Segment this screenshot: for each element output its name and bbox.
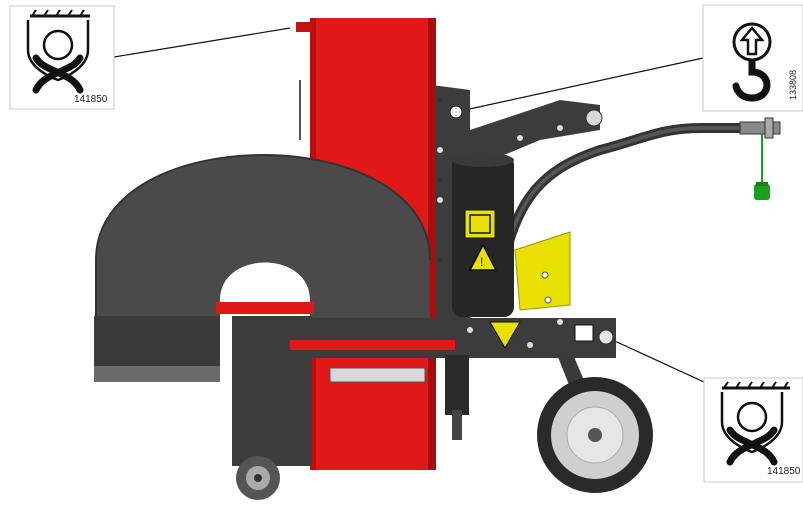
leader-line-bottom-right bbox=[605, 336, 705, 383]
hydraulic-tank: ! bbox=[452, 153, 514, 317]
lower-chassis bbox=[232, 316, 616, 466]
label-code-bottom-right: 141850 bbox=[767, 466, 801, 477]
yellow-guard bbox=[514, 231, 571, 311]
label-code-top-right: 133808 bbox=[788, 69, 798, 100]
leader-line-top-left bbox=[113, 27, 291, 58]
discharge-chute bbox=[94, 154, 431, 382]
label-hook-top-right bbox=[702, 4, 803, 112]
label-lifting-point-top-left bbox=[9, 5, 115, 110]
label-code-top-left: 141850 bbox=[74, 94, 108, 105]
weight-tag bbox=[754, 134, 770, 200]
rear-frame bbox=[432, 85, 603, 320]
front-wheel bbox=[236, 456, 280, 500]
hydraulic-hose bbox=[500, 117, 781, 257]
leader-line-top-right bbox=[455, 57, 704, 113]
caster-wheel bbox=[537, 377, 653, 493]
leader-lines bbox=[113, 27, 705, 383]
svg-text:!: ! bbox=[480, 255, 483, 269]
label-lifting-point-bottom-right bbox=[703, 377, 803, 483]
